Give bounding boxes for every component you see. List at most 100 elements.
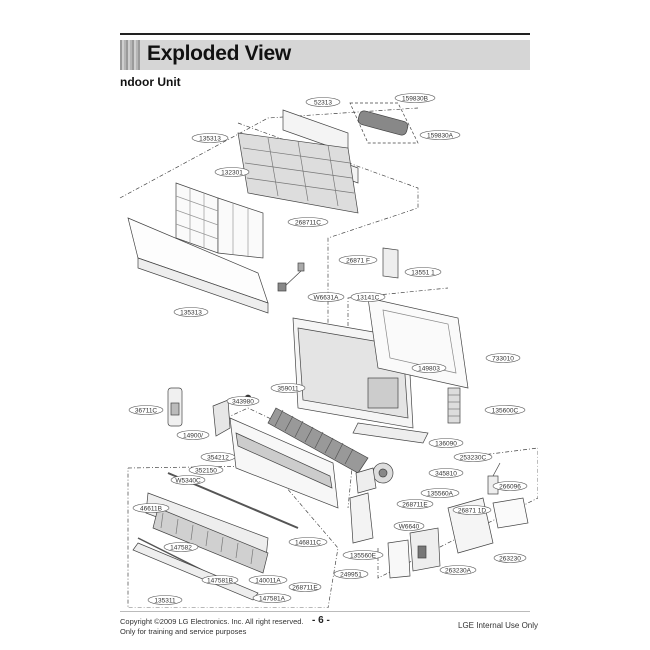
part-label-p6[interactable]: 268711C: [287, 217, 329, 227]
part-label-p7[interactable]: 26871 F: [338, 255, 378, 265]
part-label-p39[interactable]: 263230A: [439, 565, 477, 575]
part-label-p24[interactable]: W5340C: [170, 475, 206, 485]
part-label-p36[interactable]: 140011A: [248, 575, 288, 585]
part-remote-control: [167, 387, 183, 427]
part-label-p3[interactable]: 159830A: [419, 130, 461, 140]
title-stripes-decoration: [120, 40, 140, 70]
svg-text:253230C: 253230C: [460, 454, 487, 461]
svg-text:135311: 135311: [154, 597, 176, 604]
part-air-filter: [175, 182, 264, 259]
svg-text:343980: 343980: [232, 398, 254, 405]
part-crossflow-fan: [244, 394, 369, 474]
part-label-p2[interactable]: 159830B: [394, 93, 436, 103]
part-label-p28[interactable]: 268711E: [396, 499, 434, 509]
part-drain-pan: [352, 422, 429, 444]
svg-text:46611B: 46611B: [140, 505, 162, 512]
part-filter-cartridge: [349, 102, 419, 144]
part-label-p10[interactable]: 13141C: [350, 292, 386, 302]
page-number: - 6 -: [312, 615, 330, 626]
svg-text:135313: 135313: [180, 309, 202, 316]
svg-text:W5340C: W5340C: [175, 477, 201, 484]
part-sensor-wire: [277, 262, 305, 292]
header-rule: [120, 33, 530, 35]
svg-text:147581A: 147581A: [259, 595, 286, 602]
part-label-p27[interactable]: 46611B: [132, 503, 170, 513]
part-label-p23[interactable]: 345810: [428, 468, 464, 478]
svg-text:146811C: 146811C: [295, 539, 321, 546]
svg-text:140011A: 140011A: [255, 577, 281, 584]
part-label-p13[interactable]: 149803: [411, 363, 447, 373]
part-label-p33[interactable]: 135560E: [342, 550, 384, 560]
svg-text:354212: 354212: [207, 454, 229, 461]
part-label-p12[interactable]: 733010: [485, 353, 521, 363]
part-label-p31[interactable]: 147582: [163, 542, 199, 552]
exploded-view-diagram: 52313 159830B 159830A 135313 132301 2687…: [119, 93, 538, 608]
part-label-p11[interactable]: 135313: [173, 307, 209, 317]
part-label-p1[interactable]: 52313: [305, 97, 341, 107]
svg-text:135600C: 135600C: [492, 407, 519, 414]
part-label-p5[interactable]: 132301: [214, 167, 250, 177]
footer-classification: LGE Internal Use Only: [458, 621, 539, 630]
svg-text:136090: 136090: [435, 440, 457, 447]
svg-text:159830B: 159830B: [402, 95, 428, 102]
part-motor-cover: [349, 467, 377, 544]
svg-text:359011: 359011: [277, 385, 299, 392]
svg-text:132301: 132301: [221, 169, 243, 176]
part-label-p8[interactable]: 13551 1: [404, 267, 442, 277]
part-label-p15[interactable]: 343980: [226, 396, 260, 406]
part-label-p16[interactable]: 36711C: [128, 405, 164, 415]
part-label-p40[interactable]: 147581A: [252, 593, 292, 603]
svg-text:268711C: 268711C: [295, 219, 321, 226]
part-label-p18[interactable]: 14900/: [176, 430, 210, 440]
part-fan-motor: [372, 462, 394, 484]
part-label-p19[interactable]: 136090: [428, 438, 464, 448]
footer-copyright: Copyright ©2009 LG Electronics. Inc. All…: [120, 617, 304, 626]
part-label-p17[interactable]: 135600C: [484, 405, 526, 415]
part-side-cover: [212, 399, 231, 437]
svg-text:352150: 352150: [195, 467, 217, 474]
svg-text:13141C: 13141C: [357, 294, 380, 301]
part-label-p29[interactable]: 26871 1D: [452, 505, 492, 515]
part-label-p30[interactable]: W6640: [393, 521, 425, 531]
part-label-p32[interactable]: 146811C: [288, 537, 328, 547]
svg-text:14900/: 14900/: [183, 432, 203, 439]
svg-text:268711E: 268711E: [292, 584, 318, 591]
part-labels: 52313 159830B 159830A 135313 132301 2687…: [128, 93, 528, 605]
svg-text:135313: 135313: [199, 135, 221, 142]
part-label-p20[interactable]: 354212: [200, 452, 236, 462]
svg-text:26871 1D: 26871 1D: [458, 507, 486, 514]
part-label-p37[interactable]: 268711E: [288, 582, 322, 592]
part-label-p21[interactable]: 253230C: [453, 452, 493, 462]
part-label-p26[interactable]: 135560A: [420, 488, 460, 498]
section-title-bar: Exploded View: [120, 40, 530, 70]
svg-text:52313: 52313: [314, 99, 332, 106]
part-label-p9[interactable]: W6631A: [307, 292, 345, 302]
svg-text:733010: 733010: [492, 355, 514, 362]
svg-text:263230A: 263230A: [445, 567, 472, 574]
footer-note: Only for training and service purposes: [120, 627, 247, 636]
svg-text:W6631A: W6631A: [314, 294, 340, 301]
part-label-p41[interactable]: 135311: [147, 595, 183, 605]
part-label-p38[interactable]: 249951: [333, 569, 369, 579]
part-label-p14[interactable]: 359011: [270, 383, 306, 393]
svg-text:36711C: 36711C: [135, 407, 158, 414]
part-label-p4[interactable]: 135313: [191, 133, 229, 143]
svg-text:149803: 149803: [418, 365, 440, 372]
assembly-guide-lines: [119, 107, 538, 608]
part-label-p22[interactable]: 352150: [188, 465, 224, 475]
svg-text:263230: 263230: [499, 555, 521, 562]
svg-text:147582: 147582: [170, 544, 192, 551]
part-label-p34[interactable]: 263230: [493, 553, 527, 563]
section-subtitle: ndoor Unit: [120, 75, 181, 89]
part-label-p25[interactable]: 266096: [492, 481, 528, 491]
svg-text:W6640: W6640: [399, 523, 420, 530]
footer-rule: [120, 611, 530, 612]
svg-text:249951: 249951: [340, 571, 362, 578]
svg-text:147581B: 147581B: [207, 577, 233, 584]
part-discharge-body: [229, 417, 339, 509]
svg-text:135560A: 135560A: [427, 490, 454, 497]
footer-legal: Copyright ©2009 LG Electronics. Inc. All…: [120, 617, 304, 637]
svg-text:13551 1: 13551 1: [411, 269, 435, 276]
part-label-p35[interactable]: 147581B: [201, 575, 239, 585]
svg-text:135560E: 135560E: [350, 552, 377, 559]
